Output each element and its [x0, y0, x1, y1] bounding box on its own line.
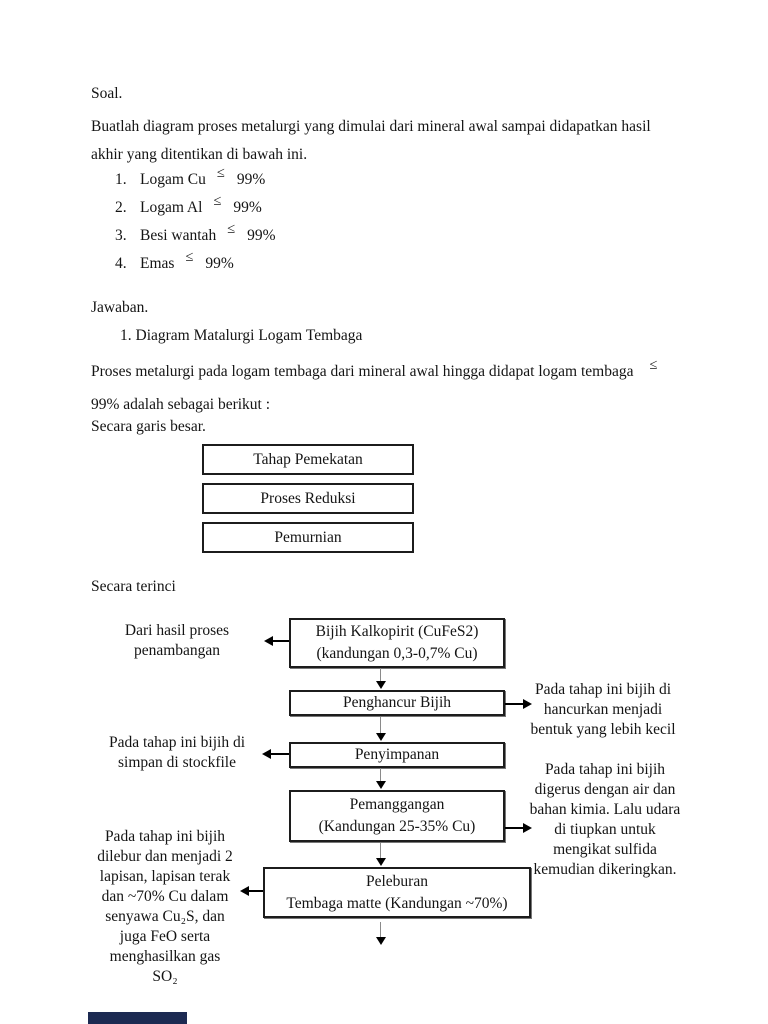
flow-node-bijih-kalkopirit: Bijih Kalkopirit (CuFeS2) (kandungan 0,3… — [289, 618, 505, 668]
item-number: 3. — [115, 227, 127, 244]
item-number: 4. — [115, 255, 127, 272]
footer-partial-bar — [88, 1012, 187, 1024]
item-label: Besi wantah — [140, 227, 217, 244]
flow-node-pemanggangan: Pemanggangan (Kandungan 25-35% Cu) — [289, 790, 505, 842]
node-subtitle: (kandungan 0,3-0,7% Cu) — [316, 645, 478, 662]
left-arrow-icon — [262, 749, 289, 759]
process-intro-line1: Proses metalurgi pada logam tembaga dari… — [91, 357, 669, 382]
soal-heading: Soal. — [91, 85, 123, 102]
requirement-item: 2. Logam Al ≤99% — [115, 193, 262, 217]
down-arrow-icon — [375, 843, 386, 866]
right-arrow-icon — [505, 699, 532, 709]
item-value: 99% — [205, 255, 234, 272]
jawaban-heading: Jawaban. — [91, 299, 149, 316]
node-subtitle: Tembaga matte (Kandungan ~70%) — [286, 895, 508, 912]
down-arrow-icon — [375, 668, 386, 689]
item-label: Logam Al — [140, 199, 203, 216]
less-equal-symbol: ≤ — [227, 221, 236, 237]
node-subtitle: (Kandungan 25-35% Cu) — [318, 818, 476, 835]
less-equal-symbol: ≤ — [649, 357, 658, 373]
node-title: Bijih Kalkopirit (CuFeS2) — [315, 623, 479, 640]
item-value: 99% — [236, 171, 266, 188]
node-title: Peleburan — [366, 873, 428, 890]
right-arrow-icon — [505, 823, 532, 833]
left-arrow-icon — [240, 886, 263, 896]
requirement-item: 1. Logam Cu ≤99% — [115, 165, 266, 189]
process-intro-text: Proses metalurgi pada logam tembaga dari… — [91, 363, 634, 380]
detail-label: Secara terinci — [91, 578, 176, 595]
flow-node-peleburan: Peleburan Tembaga matte (Kandungan ~70%) — [263, 867, 531, 918]
annotation-peleburan: Pada tahap ini bijih dilebur dan menjadi… — [97, 828, 233, 985]
down-arrow-icon — [375, 922, 386, 945]
annotation-penambangan: Dari hasil proses penambangan — [124, 622, 230, 659]
requirement-item: 3. Besi wantah ≤99% — [115, 221, 276, 245]
flow-node-penyimpanan: Penyimpanan — [289, 742, 505, 768]
stage-box-pemekatan: Tahap Pemekatan — [202, 444, 414, 475]
node-title: Penyimpanan — [354, 746, 440, 763]
left-arrow-icon — [264, 636, 289, 646]
item-label: Logam Cu — [140, 171, 206, 188]
node-title: Penghancur Bijih — [342, 694, 452, 711]
stage-box-pemurnian: Pemurnian — [202, 522, 414, 553]
overview-label: Secara garis besar. — [91, 418, 206, 435]
less-equal-symbol: ≤ — [213, 193, 222, 209]
annotation-penyimpanan: Pada tahap ini bijih di simpan di stockf… — [108, 734, 246, 771]
stage-box-reduksi: Proses Reduksi — [202, 483, 414, 514]
item-value: 99% — [233, 199, 262, 216]
item-value: 99% — [247, 227, 276, 244]
item-label: Emas — [140, 255, 175, 272]
down-arrow-icon — [375, 768, 386, 789]
node-title: Pemanggangan — [349, 796, 445, 813]
flow-node-penghancur-bijih: Penghancur Bijih — [289, 690, 505, 716]
less-equal-symbol: ≤ — [185, 249, 194, 265]
annotation-penghancuran: Pada tahap ini bijih di hancurkan menjad… — [530, 681, 676, 738]
requirement-item: 4. Emas ≤99% — [115, 249, 234, 273]
question-paragraph: Buatlah diagram proses metalurgi yang di… — [91, 118, 651, 163]
down-arrow-icon — [375, 717, 386, 741]
item-number: 2. — [115, 199, 127, 216]
answer-list-item: 1. Diagram Matalurgi Logam Tembaga — [120, 327, 363, 344]
less-equal-symbol: ≤ — [216, 165, 225, 181]
process-intro-line2: 99% adalah sebagai berikut : — [91, 396, 271, 413]
annotation-pemanggangan: Pada tahap ini bijih digerus dengan air … — [529, 761, 681, 878]
item-number: 1. — [115, 171, 127, 188]
